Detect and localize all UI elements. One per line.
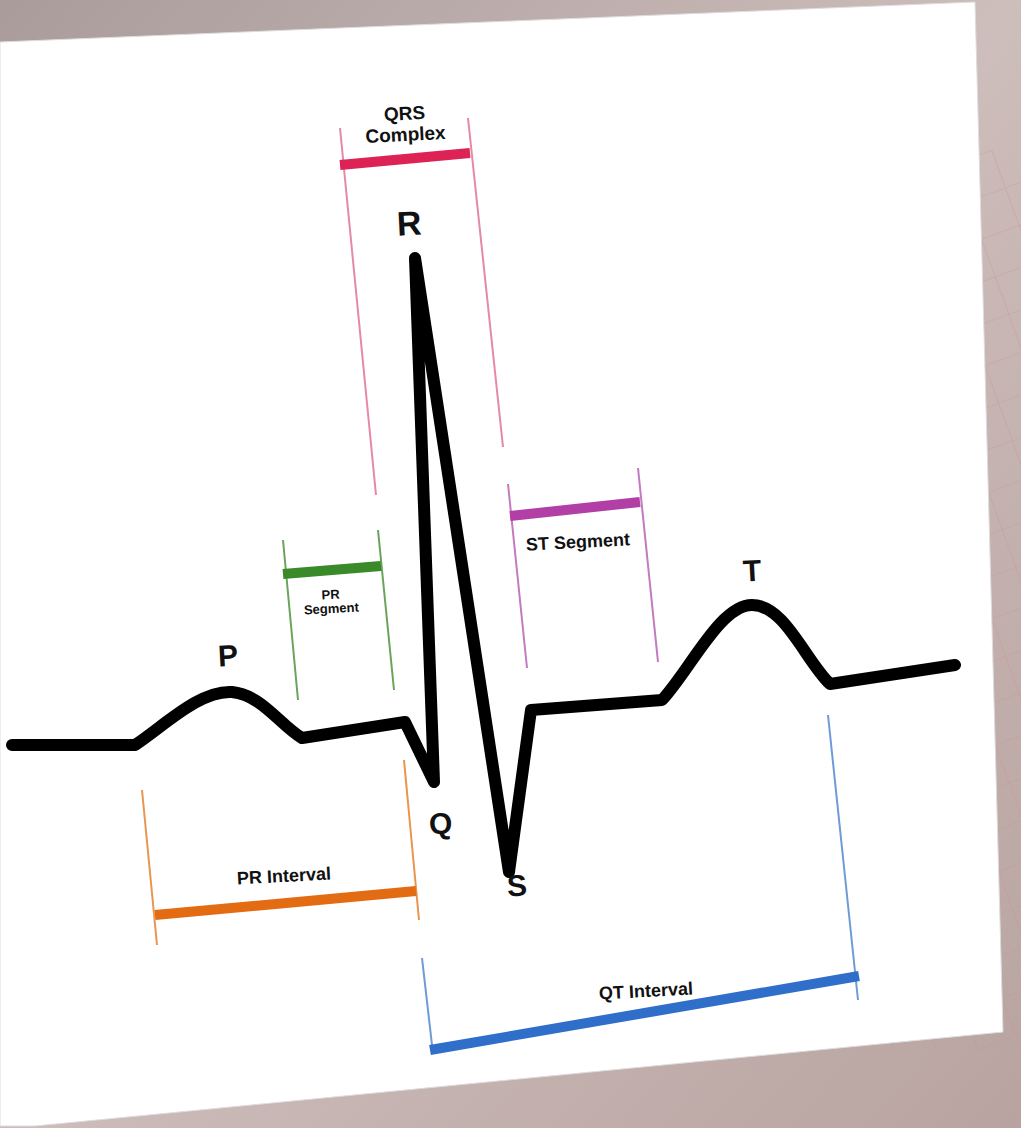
segment-title: PR Segment bbox=[294, 586, 367, 618]
ecg-waveform bbox=[12, 258, 955, 872]
segment-title: ST Segment bbox=[526, 530, 631, 555]
complex-title: QRS Complex bbox=[349, 101, 461, 148]
wave-letter: R bbox=[396, 205, 422, 244]
wave-letter: T bbox=[742, 553, 762, 587]
interval-title: PR Interval bbox=[237, 865, 332, 890]
interval-title: QT Interval bbox=[599, 980, 694, 1005]
pr-interval-marker bbox=[142, 760, 419, 945]
wave-letter: P bbox=[217, 638, 239, 672]
pr-segment-marker bbox=[283, 530, 394, 700]
paper-card bbox=[0, 2, 1003, 1126]
wave-letter: S bbox=[506, 868, 528, 902]
st-segment-marker bbox=[508, 468, 658, 668]
wave-letter: Q bbox=[428, 806, 453, 840]
